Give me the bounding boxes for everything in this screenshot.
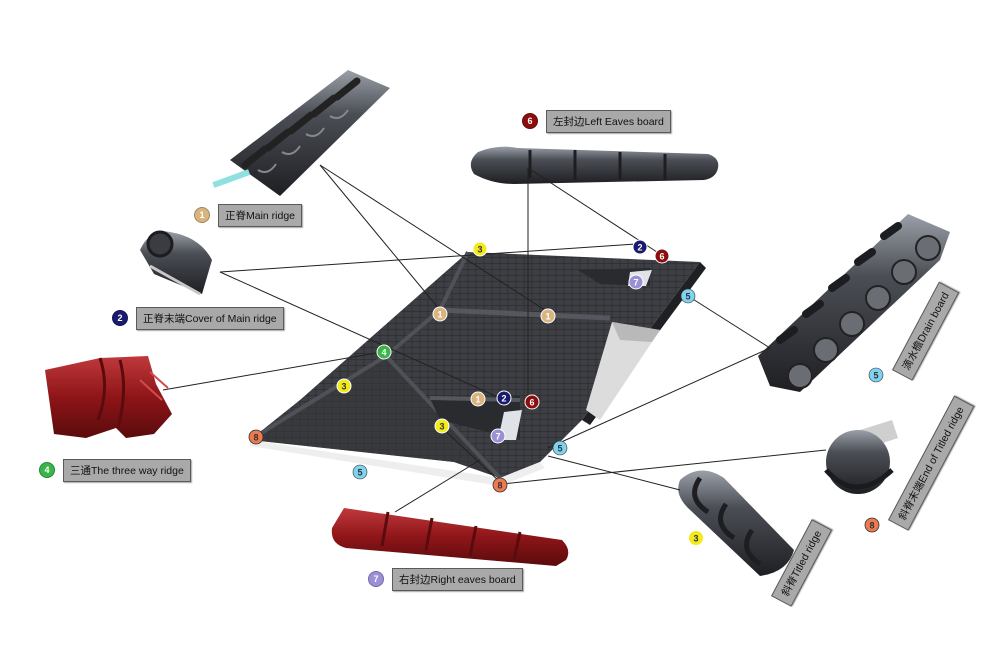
svg-text:2: 2 (501, 394, 506, 404)
svg-text:8: 8 (497, 481, 502, 491)
marker-6a: 6 (654, 248, 670, 264)
roof-ridge-upper (438, 251, 470, 311)
roof-main-ridge (439, 307, 611, 321)
gable-wall-shade (612, 322, 660, 342)
svg-text:6: 6 (529, 398, 534, 408)
label-left-eaves-board: 6 左封边Left Eaves board (522, 109, 671, 133)
label-right-eaves-board-text: 右封边Right eaves board (392, 567, 523, 591)
svg-text:5: 5 (557, 444, 562, 454)
svg-text:1: 1 (437, 310, 442, 320)
gable-wall (586, 322, 660, 420)
marker-7a: 7 (628, 274, 644, 290)
marker-5c: 5 (352, 464, 368, 480)
svg-text:4: 4 (381, 348, 386, 358)
svg-text:2: 2 (637, 243, 642, 253)
roof-front-edge (250, 440, 545, 486)
svg-text:3: 3 (693, 534, 698, 544)
svg-text:3: 3 (477, 245, 482, 255)
badge-4: 4 (39, 462, 55, 478)
roof-ridge-tilt-c (384, 308, 442, 358)
svg-text:5: 5 (685, 292, 690, 302)
three-way-ridge-image (45, 356, 172, 438)
label-main-ridge-cover: 2 正脊末端Cover of Main ridge (112, 306, 284, 330)
main-ridge-cover-image (140, 230, 212, 296)
svg-text:8: 8 (869, 521, 874, 531)
left-eaves-board-image (470, 146, 719, 184)
label-three-way-ridge-text: 三通The three way ridge (63, 458, 191, 482)
marker-5a: 5 (680, 288, 696, 304)
badge-7: 7 (368, 571, 384, 587)
marker-4a: 4 (376, 344, 392, 360)
svg-text:1: 1 (545, 312, 550, 322)
marker-1a: 1 (432, 306, 448, 322)
marker-3a: 3 (472, 241, 488, 257)
marker-2b: 2 (496, 390, 512, 406)
marker-7b: 7 (490, 428, 506, 444)
svg-text:3: 3 (439, 422, 444, 432)
roof-front-slope (250, 356, 500, 478)
marker-3c: 3 (434, 418, 450, 434)
svg-text:7: 7 (495, 432, 500, 442)
marker-8a: 8 (248, 429, 264, 445)
drain-board-image (758, 214, 950, 392)
leader-lines (162, 164, 827, 513)
marker-6b: 6 (524, 394, 540, 410)
svg-text:5: 5 (357, 468, 362, 478)
marker-1c: 1 (470, 391, 486, 407)
marker-8b: 8 (492, 477, 508, 493)
main-ridge-image (212, 70, 390, 196)
svg-text:7: 7 (633, 278, 638, 288)
badge-2: 2 (112, 310, 128, 326)
label-left-eaves-board-text: 左封边Left Eaves board (546, 109, 671, 133)
svg-text:1: 1 (475, 395, 480, 405)
marker-1b: 1 (540, 308, 556, 324)
marker-2a: 2 (632, 239, 648, 255)
marker-3b: 3 (336, 378, 352, 394)
marker-8-end: 8 (864, 517, 880, 533)
titled-ridge-end-image (824, 420, 898, 494)
titled-ridge-image (678, 470, 794, 576)
label-main-ridge-cover-text: 正脊末端Cover of Main ridge (136, 306, 284, 330)
svg-text:5: 5 (873, 371, 878, 381)
roof-markers: 1 1 1 2 2 3 3 3 4 5 5 5 6 6 7 7 8 8 (248, 239, 696, 493)
label-main-ridge: 1 正脊Main ridge (194, 203, 303, 227)
label-main-ridge-text: 正脊Main ridge (218, 203, 303, 227)
right-eaves-board-image (331, 508, 569, 566)
badge-1: 1 (194, 207, 210, 223)
marker-3-titled: 3 (689, 531, 703, 545)
label-right-eaves-board: 7 右封边Right eaves board (368, 567, 523, 591)
marker-5b: 5 (552, 440, 568, 456)
marker-5-drain: 5 (868, 367, 884, 383)
svg-text:6: 6 (659, 252, 664, 262)
label-three-way-ridge: 4 三通The three way ridge (39, 458, 191, 482)
svg-text:8: 8 (253, 433, 258, 443)
roof-ridge-tilt-a (248, 354, 388, 442)
badge-6: 6 (522, 113, 538, 129)
svg-text:3: 3 (341, 382, 346, 392)
